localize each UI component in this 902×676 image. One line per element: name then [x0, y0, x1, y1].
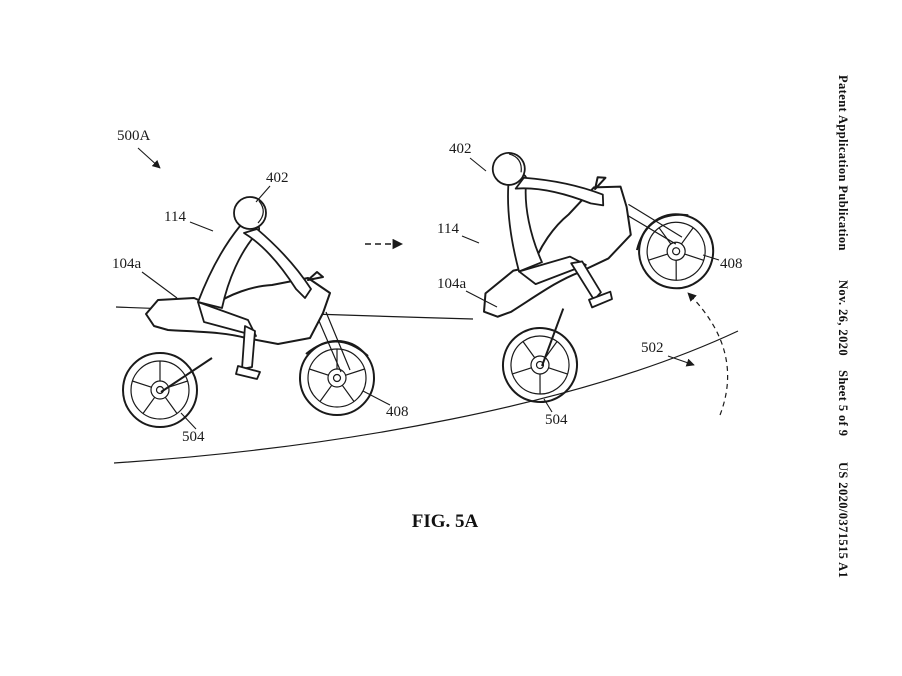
ref-label-504-right: 504 [545, 412, 568, 428]
ref-label-402-left: 402 [266, 170, 289, 186]
ref-label-104a-left: 104a [112, 256, 142, 272]
leader-402-right [469, 157, 487, 172]
leader-408-left [362, 390, 391, 406]
patent-date-sheet: Nov. 26, 2020 Sheet 5 of 9 [836, 280, 850, 437]
patent-doc-number: US 2020/0371515 A1 [836, 462, 850, 579]
leader-502 [667, 355, 695, 367]
ref-label-114-right: 114 [437, 221, 459, 237]
patent-publication-header: Patent Application Publication [836, 75, 850, 251]
ref-label-502: 502 [641, 340, 664, 356]
ref-label-114-left: 114 [164, 209, 186, 225]
motorcycle-left [123, 197, 374, 427]
leader-104a-left [141, 271, 178, 299]
ground-curve-lower [113, 330, 739, 464]
ref-label-104a-right: 104a [437, 276, 467, 292]
leader-402-left [255, 185, 271, 203]
ref-label-500a: 500A [117, 128, 151, 144]
leader-114-right [461, 235, 480, 244]
leader-408-right [702, 254, 720, 261]
ref-label-402-right: 402 [449, 141, 472, 157]
figure-caption: FIG. 5A [412, 511, 479, 532]
ref-label-408-right: 408 [720, 256, 743, 272]
leader-114-left [189, 221, 214, 232]
leader-504-left [180, 412, 197, 430]
leader-104a-right [465, 290, 498, 308]
motorcycle-right-wheelie [397, 83, 735, 417]
ref-label-504-left: 504 [182, 429, 205, 445]
ref-label-408-left: 408 [386, 404, 409, 420]
flip-arrow [687, 292, 729, 416]
leader-504-right [543, 398, 553, 413]
leader-500a [137, 147, 161, 169]
